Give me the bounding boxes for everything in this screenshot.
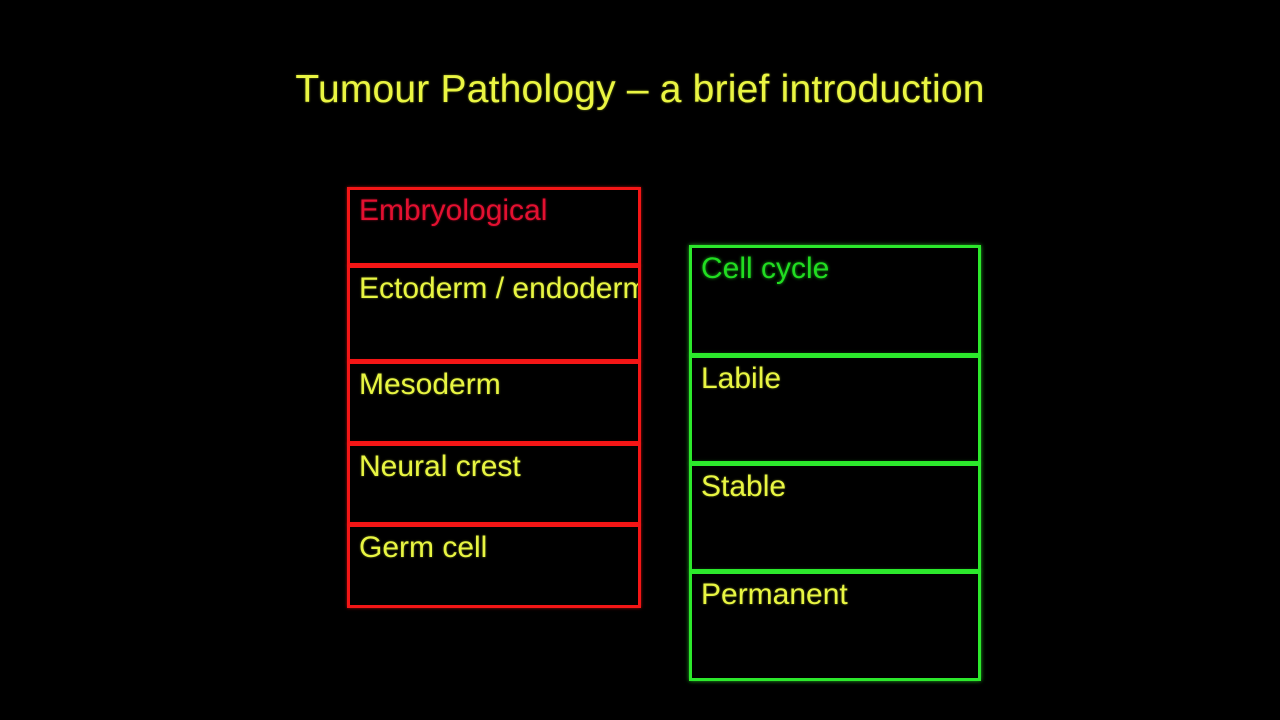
embryological-box-group: Embryological Ectoderm / endoderm Mesode… xyxy=(347,187,641,608)
box-label-labile: Labile xyxy=(701,362,782,395)
box-label-cell-cycle: Cell cycle xyxy=(701,252,830,285)
page-title: Tumour Pathology – a brief introduction xyxy=(295,68,985,111)
box-neural-crest[interactable]: Neural crest xyxy=(347,443,641,525)
box-ectoderm-endoderm[interactable]: Ectoderm / endoderm xyxy=(347,265,641,362)
box-label-permanent: Permanent xyxy=(701,578,848,611)
box-mesoderm[interactable]: Mesoderm xyxy=(347,361,641,444)
box-label-stable: Stable xyxy=(701,470,787,503)
box-cell-cycle[interactable]: Cell cycle xyxy=(689,245,981,356)
box-stable[interactable]: Stable xyxy=(689,463,981,572)
box-label-mesoderm: Mesoderm xyxy=(359,368,501,401)
box-labile[interactable]: Labile xyxy=(689,355,981,464)
cell-cycle-box-group: Cell cycle Labile Stable Permanent xyxy=(689,245,981,681)
box-germ-cell[interactable]: Germ cell xyxy=(347,524,641,608)
box-label-embryological: Embryological xyxy=(359,194,548,227)
box-embryological[interactable]: Embryological xyxy=(347,187,641,266)
box-label-ectoderm-endoderm: Ectoderm / endoderm xyxy=(359,272,641,305)
box-permanent[interactable]: Permanent xyxy=(689,571,981,681)
box-label-germ-cell: Germ cell xyxy=(359,531,488,564)
box-label-neural-crest: Neural crest xyxy=(359,450,521,483)
